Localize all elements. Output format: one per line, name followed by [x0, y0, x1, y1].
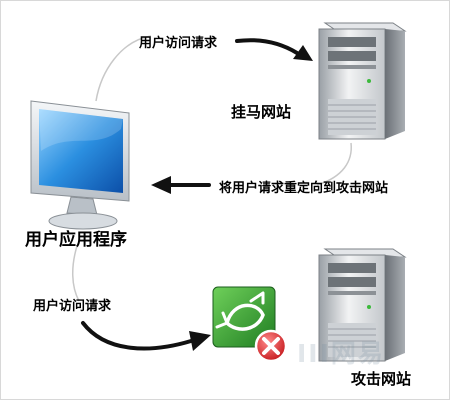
label-attack-site: 攻击网站: [351, 370, 412, 388]
computer-monitor-icon: [30, 100, 130, 230]
label-malicious-site: 挂马网站: [231, 103, 292, 121]
arrow-request-to-malicious: [235, 38, 299, 55]
server-tower-icon: [318, 22, 407, 140]
arrow-request-to-attack-head: [189, 331, 211, 351]
red-x-icon: [254, 329, 288, 363]
green-app-icon: [212, 286, 276, 348]
connector-arc-right: [316, 142, 352, 186]
label-user-app: 用户应用程序: [25, 230, 127, 250]
arrow-redirect-head: [151, 176, 171, 194]
connector-arc-top: [95, 35, 152, 102]
connector-line-left: [72, 245, 80, 302]
label-request-bottom: 用户访问请求: [33, 299, 112, 314]
arrow-request-to-attack: [81, 321, 193, 351]
label-redirect: 将用户请求重定向到攻击网站: [219, 181, 389, 196]
label-request-top: 用户访问请求: [139, 36, 218, 51]
server-tower-icon: [318, 248, 407, 362]
watermark: III网易: [297, 339, 385, 368]
arrow-request-to-malicious-head: [293, 45, 313, 61]
